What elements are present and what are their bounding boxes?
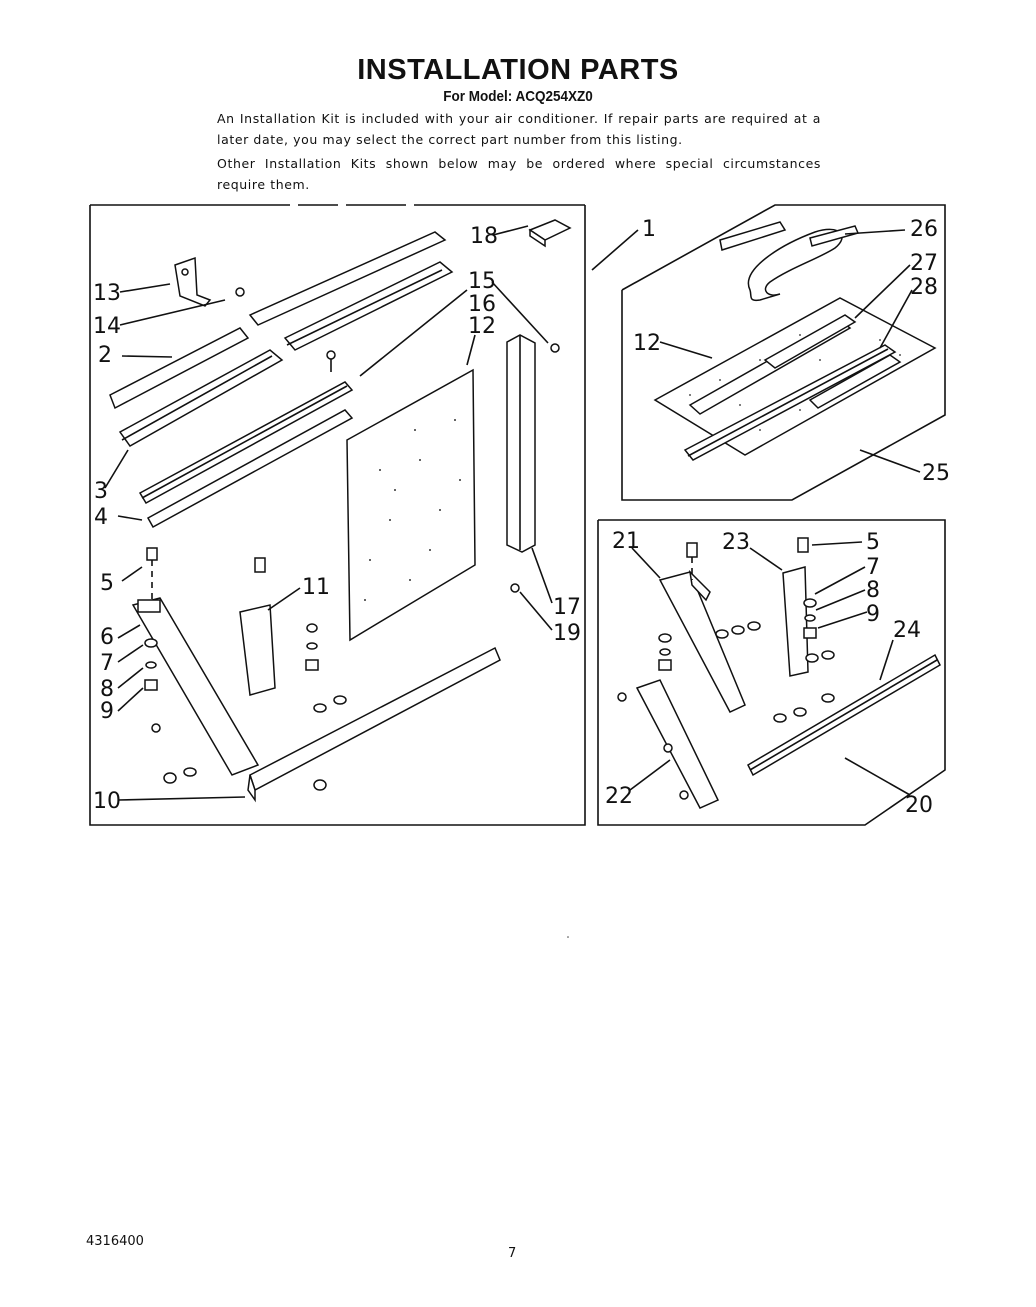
callout-21: 21 <box>612 529 640 554</box>
callout-5: 5 <box>100 571 114 596</box>
callout-23: 23 <box>722 530 750 555</box>
callout-27: 27 <box>910 251 938 276</box>
callout-bracket-7: 7 <box>866 555 880 580</box>
callout-20: 20 <box>905 793 933 818</box>
callout-4: 4 <box>94 505 108 530</box>
callout-24: 24 <box>893 618 921 643</box>
callout-bracket-9: 9 <box>866 602 880 627</box>
callout-2: 2 <box>98 343 112 368</box>
callout-19: 19 <box>553 621 581 646</box>
foam-kit-box <box>621 204 946 501</box>
callout-1: 1 <box>642 217 656 242</box>
model-subtitle: For Model: ACQ254XZ0 <box>443 88 593 105</box>
callout-25: 25 <box>922 461 950 486</box>
callout-foam-12: 12 <box>633 331 661 356</box>
page-title: INSTALLATION PARTS <box>357 54 679 86</box>
callout-8: 8 <box>100 677 114 702</box>
callout-6: 6 <box>100 625 114 650</box>
callout-15: 15 <box>468 269 496 294</box>
callout-bracket-8: 8 <box>866 578 880 603</box>
intro-paragraph-2: Other Installation Kits shown below may … <box>217 156 821 192</box>
callout-3: 3 <box>94 479 108 504</box>
intro-paragraph-1: An Installation Kit is included with you… <box>217 111 821 147</box>
callout-11: 11 <box>302 575 330 600</box>
callout-22: 22 <box>605 784 633 809</box>
foam-kit-leaders <box>659 229 921 473</box>
callout-9: 9 <box>100 699 114 724</box>
bracket-kit-parts <box>617 537 941 809</box>
main-kit-parts <box>109 219 572 803</box>
page-number: 7 <box>508 1246 517 1261</box>
bracket-kit-leaders <box>629 541 911 796</box>
callout-18: 18 <box>470 224 498 249</box>
callout-13: 13 <box>93 281 121 306</box>
callout-28: 28 <box>910 275 938 300</box>
foam-kit-callout-labels: 12 25 26 27 28 <box>633 217 950 486</box>
bracket-kit-callout-labels: 5 7 8 9 20 21 22 23 24 <box>605 529 933 818</box>
main-kit-leaders <box>104 225 639 801</box>
document-number: 4316400 <box>86 1234 144 1249</box>
callout-16: 16 <box>468 292 496 317</box>
callout-12: 12 <box>468 314 496 339</box>
callout-17: 17 <box>553 595 581 620</box>
foam-kit-parts <box>653 221 937 461</box>
callout-bracket-5: 5 <box>866 530 880 555</box>
callout-14: 14 <box>93 314 121 339</box>
callout-10: 10 <box>93 789 121 814</box>
callout-7: 7 <box>100 651 114 676</box>
bracket-kit-box <box>597 519 946 826</box>
callout-26: 26 <box>910 217 938 242</box>
main-kit-callout-labels: 1 2 3 4 5 6 7 8 9 10 11 12 13 14 15 16 1… <box>93 217 656 814</box>
main-kit-box <box>89 204 586 826</box>
